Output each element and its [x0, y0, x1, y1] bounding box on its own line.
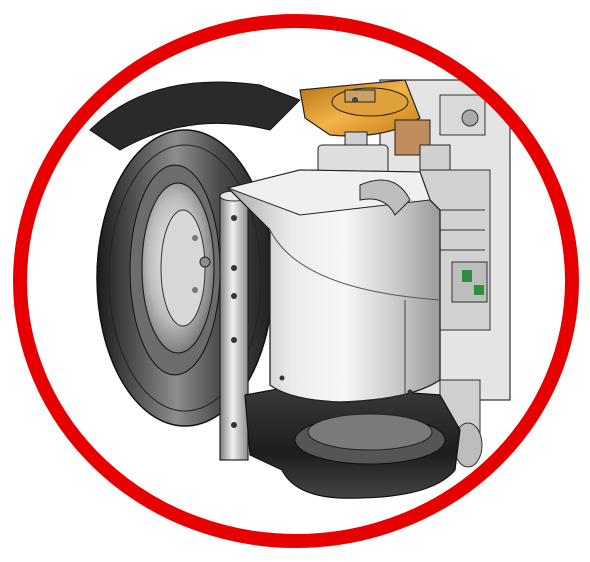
orange-cap — [299, 79, 421, 137]
wheel-hub — [141, 182, 215, 354]
vertical-post — [219, 190, 249, 461]
highlight-circle — [13, 14, 579, 548]
drawing-content — [89, 79, 511, 499]
housing — [226, 169, 441, 403]
fender — [89, 81, 301, 151]
base-foot — [244, 384, 461, 499]
